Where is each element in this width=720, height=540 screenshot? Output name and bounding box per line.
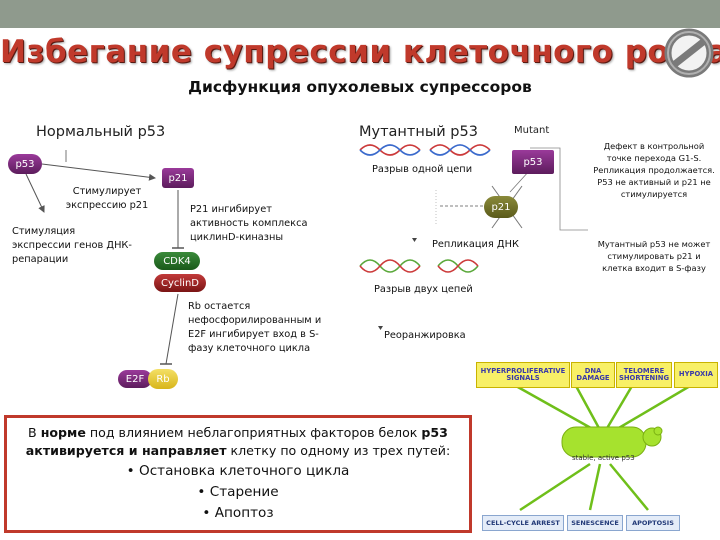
outcome-cell-cycle-arrest: CELL-CYCLE ARREST: [482, 515, 564, 531]
rb-e2f-text: Rb остается нефосфорилированным и E2F ин…: [188, 301, 322, 354]
mutant-label: Mutant: [514, 125, 550, 136]
signal-dna-damage: DNA DAMAGE: [571, 362, 615, 388]
outcome-senescence: SENESCENCE: [567, 515, 623, 531]
activation-arrows: [515, 384, 691, 512]
cdk4-node: CDK4: [154, 252, 200, 270]
prohibition-icon: [664, 28, 714, 78]
signal-telomere-shortening: TELOMERE SHORTENING: [616, 362, 672, 388]
mutant-cannot-note: Мутантный p53 не может стимулировать p21…: [597, 239, 711, 274]
stable-p53-label: stable, active p53: [572, 454, 635, 462]
double-strand-break-text: Разрыв двух цепей: [374, 284, 473, 295]
summary-activates-phrase: активируется и направляет: [25, 443, 227, 459]
mutant-p53-heading: Мутантный p53: [359, 124, 478, 140]
summary-norm-word: норме: [40, 425, 86, 440]
slide-title: Избегание супрессии клеточного роста: [0, 34, 720, 70]
outcome-apoptosis: APOPTOSIS: [626, 515, 680, 531]
mutant-p21-node: p21: [484, 196, 518, 218]
stimulates-p21-text: Стимулирует экспрессию p21: [65, 186, 149, 211]
dna-repair-text: Стимуляция экспрессии генов ДНК-репараци…: [12, 226, 132, 265]
summary-box: В норме под влиянием неблагоприятных фак…: [4, 415, 472, 533]
summary-bullet-arrest: • Остановка клеточного цикла: [126, 462, 350, 479]
e2f-node: E2F: [118, 370, 152, 388]
single-strand-break-text: Разрыв одной цепи: [372, 164, 473, 175]
rearrangement-text: Реоранжировка: [384, 330, 466, 341]
normal-p53-heading: Нормальный p53: [36, 124, 166, 140]
slide-subtitle: Дисфункция опухолевых супрессоров: [188, 78, 532, 96]
signal-hypoxia: HYPOXIA: [674, 362, 718, 388]
summary-bullet-senescence: • Старение: [197, 483, 279, 500]
mutant-p53-node: p53: [512, 150, 554, 174]
summary-p53-word: p53: [421, 425, 448, 440]
normal-arrows: [25, 150, 184, 365]
g1s-defect-note: Дефект в контрольной точке перехода G1-S…: [593, 141, 715, 200]
summary-intro: В норме под влиянием неблагоприятных фак…: [25, 425, 451, 459]
p21-inhibits-text: P21 ингибирует активность комплекса цикл…: [190, 204, 308, 243]
p21-node: p21: [162, 168, 194, 188]
summary-bullet-apoptosis: • Апоптоз: [202, 504, 274, 521]
stable-p53-shape: [561, 426, 663, 458]
cyclind-node: CyclinD: [154, 274, 206, 292]
dna-replication-text: Репликация ДНК: [432, 239, 519, 250]
p53-node: p53: [8, 154, 42, 174]
rb-node: Rb: [148, 369, 178, 389]
top-bar: [0, 0, 720, 28]
signal-hyperproliferative: HYPERPROLIFERATIVE SIGNALS: [476, 362, 570, 388]
